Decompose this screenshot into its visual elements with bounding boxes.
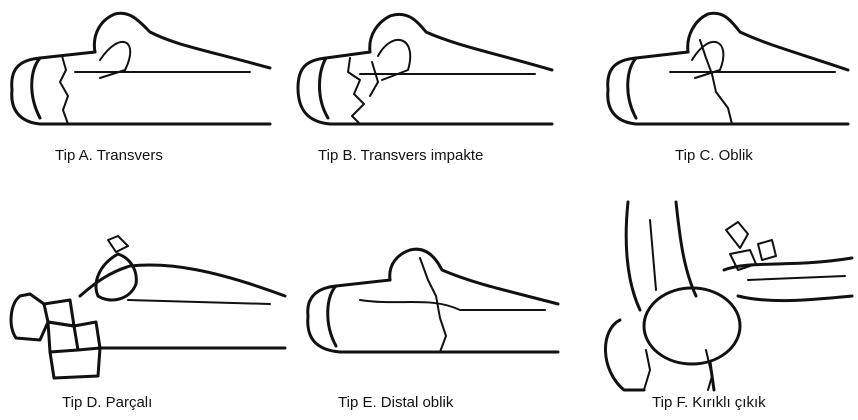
panel-type-a: Tip A. Transvers <box>0 0 290 200</box>
bone-illustration-c <box>580 0 858 200</box>
caption-type-e: Tip E. Distal oblik <box>338 394 453 411</box>
caption-type-f: Tip F. Kırıklı çıkık <box>652 394 766 411</box>
caption-type-d: Tip D. Parçalı <box>62 394 152 411</box>
panel-type-f: Tip F. Kırıklı çıkık <box>580 200 858 420</box>
caption-type-c: Tip C. Oblik <box>675 147 753 164</box>
panel-type-c: Tip C. Oblik <box>580 0 858 200</box>
bone-illustration-a <box>0 0 290 200</box>
bone-illustration-b <box>290 0 580 200</box>
panel-type-b: Tip B. Transvers impakte <box>290 0 580 200</box>
panel-type-d: Tip D. Parçalı <box>0 200 290 420</box>
bone-illustration-e <box>290 200 580 420</box>
bone-illustration-f <box>580 200 858 420</box>
caption-type-a: Tip A. Transvers <box>55 147 163 164</box>
panel-type-e: Tip E. Distal oblik <box>290 200 580 420</box>
bone-illustration-d <box>0 200 290 420</box>
caption-type-b: Tip B. Transvers impakte <box>318 147 483 164</box>
